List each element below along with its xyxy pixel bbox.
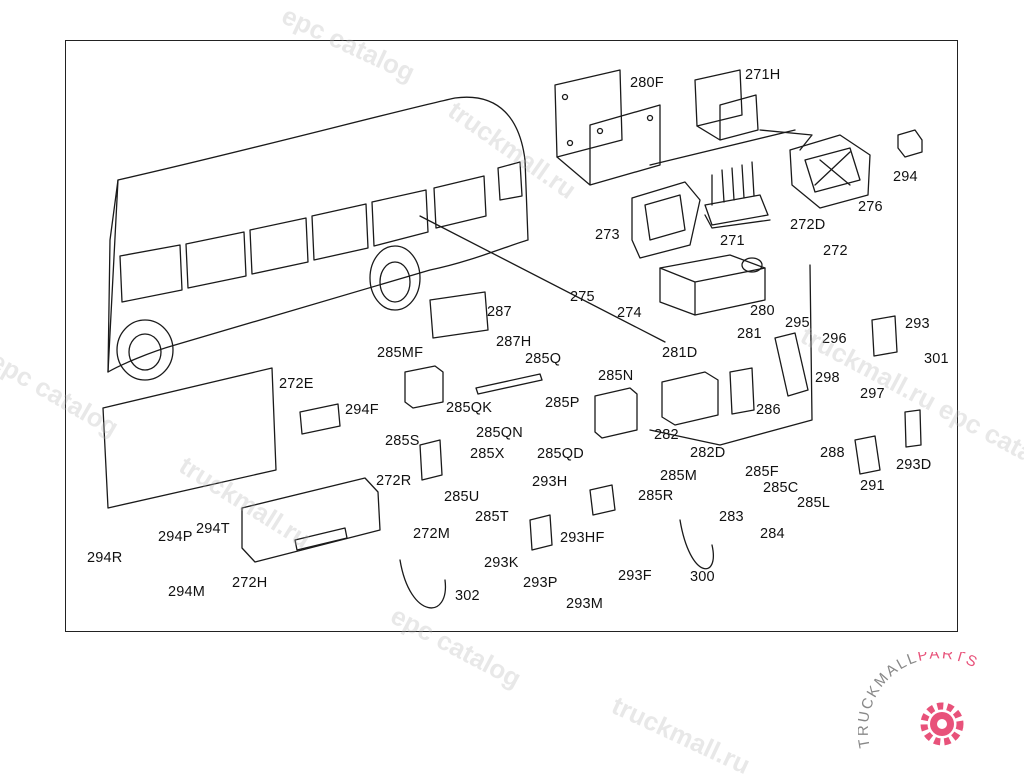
part-label-291: 291 — [860, 478, 885, 494]
part-label-297: 297 — [860, 386, 885, 402]
part-label-293p: 293P — [523, 575, 558, 591]
part-label-285n: 285N — [598, 368, 634, 384]
exploded-parts-drawing — [102, 69, 923, 609]
part-label-272: 272 — [823, 243, 848, 259]
part-label-280f: 280F — [630, 75, 664, 91]
part-label-285t: 285T — [475, 509, 509, 525]
part-label-294: 294 — [893, 169, 918, 185]
part-label-272m: 272M — [413, 526, 451, 542]
part-label-285c: 285C — [763, 480, 799, 496]
bus-outline — [107, 96, 666, 381]
part-label-276: 276 — [858, 199, 883, 215]
part-label-273: 273 — [595, 227, 620, 243]
part-label-285mf: 285MF — [377, 345, 424, 361]
part-label-281: 281 — [737, 326, 762, 342]
part-label-288: 288 — [820, 445, 845, 461]
part-label-287h: 287H — [496, 334, 532, 350]
part-label-294r: 294R — [87, 550, 123, 566]
part-label-293hf: 293HF — [560, 530, 605, 546]
truckmall-parts-logo: TRUCKMALLPARTS — [858, 652, 981, 749]
part-label-294f: 294F — [345, 402, 379, 418]
part-label-296: 296 — [822, 331, 847, 347]
part-label-298: 298 — [815, 370, 840, 386]
part-label-271: 271 — [720, 233, 745, 249]
part-label-294t: 294T — [196, 521, 230, 537]
part-label-302: 302 — [455, 588, 480, 604]
part-label-285f: 285F — [745, 464, 779, 480]
logo-brand-part2: PARTS — [916, 652, 981, 672]
part-label-272h: 272H — [232, 575, 268, 591]
part-label-281d: 281D — [662, 345, 698, 361]
part-label-272r: 272R — [376, 473, 412, 489]
part-label-272d: 272D — [790, 217, 826, 233]
part-label-287: 287 — [487, 304, 512, 320]
part-label-293f: 293F — [618, 568, 652, 584]
part-label-294m: 294M — [168, 584, 206, 600]
part-label-272e: 272E — [279, 376, 314, 392]
part-label-271h: 271H — [745, 67, 781, 83]
part-label-293k: 293K — [484, 555, 519, 571]
part-label-301: 301 — [924, 351, 949, 367]
part-label-285r: 285R — [638, 488, 674, 504]
part-label-285x: 285X — [470, 446, 505, 462]
part-label-285q: 285Q — [525, 351, 562, 367]
part-label-294p: 294P — [158, 529, 193, 545]
part-label-285l: 285L — [797, 495, 831, 511]
part-label-293h: 293H — [532, 474, 568, 490]
part-label-295: 295 — [785, 315, 810, 331]
part-label-275: 275 — [570, 289, 595, 305]
part-label-285s: 285S — [385, 433, 420, 449]
part-label-285m: 285M — [660, 468, 698, 484]
part-label-285qn: 285QN — [476, 425, 523, 441]
part-label-286: 286 — [756, 402, 781, 418]
part-label-280: 280 — [750, 303, 775, 319]
part-label-285qd: 285QD — [537, 446, 584, 462]
part-label-293: 293 — [905, 316, 930, 332]
part-label-285u: 285U — [444, 489, 480, 505]
part-label-282d: 282D — [690, 445, 726, 461]
gear-icon — [920, 702, 964, 746]
part-label-282: 282 — [654, 427, 679, 443]
svg-text:TRUCKMALLPARTS: TRUCKMALLPARTS — [858, 652, 981, 749]
logo-brand-part1: TRUCKMALL — [858, 652, 920, 749]
part-label-283: 283 — [719, 509, 744, 525]
part-label-284: 284 — [760, 526, 785, 542]
part-label-285p: 285P — [545, 395, 580, 411]
part-label-285qk: 285QK — [446, 400, 493, 416]
part-label-293m: 293M — [566, 596, 604, 612]
part-label-274: 274 — [617, 305, 642, 321]
part-label-293d: 293D — [896, 457, 932, 473]
part-label-300: 300 — [690, 569, 715, 585]
